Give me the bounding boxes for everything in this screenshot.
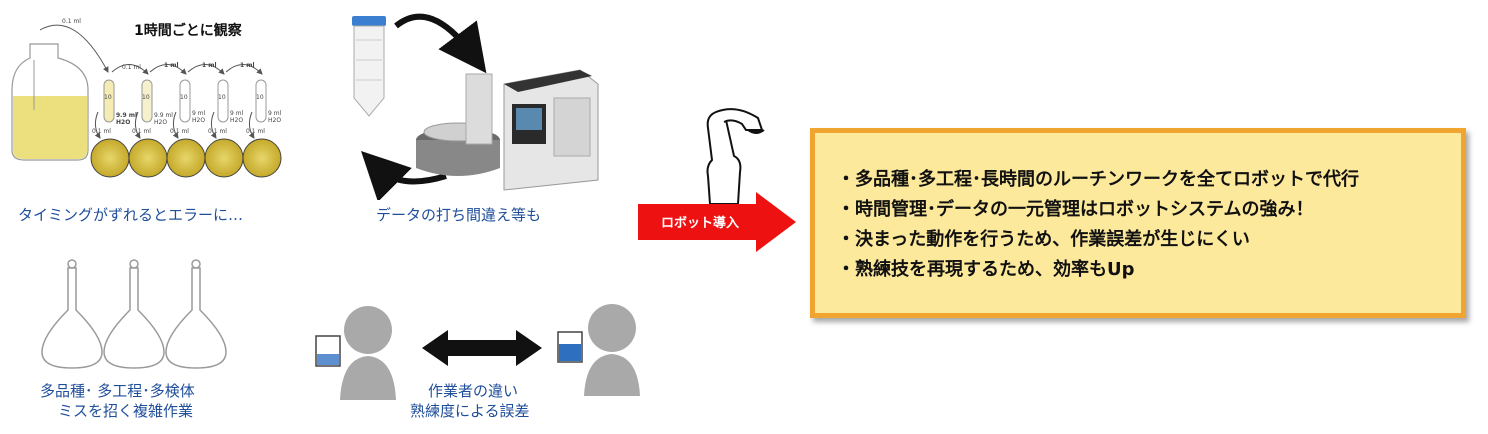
worker-left-icon	[315, 306, 396, 400]
transfer-label: 0.1 ml	[62, 18, 81, 25]
plate-label: 0.1 ml	[246, 128, 265, 135]
tube-label: 10	[104, 94, 112, 101]
robot-arm-icon	[706, 108, 765, 205]
transfer-label: 0.1 ml	[122, 64, 141, 71]
benefit-item: ・時間管理･データの一元管理はロボットシステムの強み！	[837, 199, 1314, 220]
diluent-label: 9 ml H2O	[230, 110, 244, 124]
robot-intro-label: ロボット導入	[660, 216, 739, 231]
volumetric-flasks-illustration	[41, 259, 227, 369]
worker-right-icon	[557, 304, 640, 396]
plate-label: 0.1 ml	[208, 128, 227, 135]
transfer-label: 1 ml	[240, 62, 255, 69]
transfer-label: 1 ml	[202, 62, 217, 69]
tube-label: 10	[256, 94, 264, 101]
transfer-label: 1 ml	[164, 62, 179, 69]
flask-caption-line1: 多品種･ 多工程･多検体	[40, 382, 195, 400]
plate-label: 0.1 ml	[132, 128, 151, 135]
tube-label: 10	[180, 94, 188, 101]
double-arrow-icon	[422, 330, 542, 366]
benefits-list: ・多品種･多工程･長時間のルーチンワークを全てロボットで代行 ・時間管理･データ…	[815, 133, 1461, 285]
diluent-label: 9 ml H2O	[268, 110, 282, 124]
culture-bottle	[11, 43, 89, 161]
agar-plates	[90, 138, 282, 178]
plate-label: 0.1 ml	[92, 128, 111, 135]
workers-illustration	[315, 304, 640, 400]
worker-caption-line2: 熟練度による誤差	[410, 402, 530, 420]
serial-dilution-illustration	[11, 24, 282, 178]
dilution-tubes	[103, 79, 267, 123]
benefit-item: ・多品種･多工程･長時間のルーチンワークを全てロボットで代行	[837, 169, 1359, 190]
diluent-label: 9.9 ml H2O	[116, 112, 138, 126]
tube-label: 10	[218, 94, 226, 101]
analyzer-illustration	[352, 13, 599, 200]
dilution-title: 1時間ごとに観察	[134, 23, 242, 39]
sample-tube	[352, 16, 386, 117]
robot-intro-arrow	[638, 192, 796, 252]
benefit-item: ・熟練技を再現するため、効率もUp	[837, 259, 1135, 280]
diluent-label: 9.9 ml H2O	[154, 112, 173, 126]
carousel-unit	[416, 73, 500, 176]
benefit-item: ・決まった動作を行うため、作業誤差が生じにくい	[837, 229, 1250, 250]
tube-label: 10	[142, 94, 150, 101]
diluent-label: 9 ml H2O	[192, 110, 206, 124]
analyzer-body	[503, 69, 599, 191]
worker-caption-line1: 作業者の違い	[428, 382, 519, 400]
benefits-box: ・多品種･多工程･長時間のルーチンワークを全てロボットで代行 ・時間管理･データ…	[810, 128, 1466, 318]
dilution-caption: タイミングがずれるとエラーに…	[18, 206, 244, 224]
plate-label: 0.1 ml	[170, 128, 189, 135]
analyzer-caption: データの打ち間違え等も	[376, 206, 542, 224]
flask-caption-line2: ミスを招く複雑作業	[58, 402, 194, 420]
